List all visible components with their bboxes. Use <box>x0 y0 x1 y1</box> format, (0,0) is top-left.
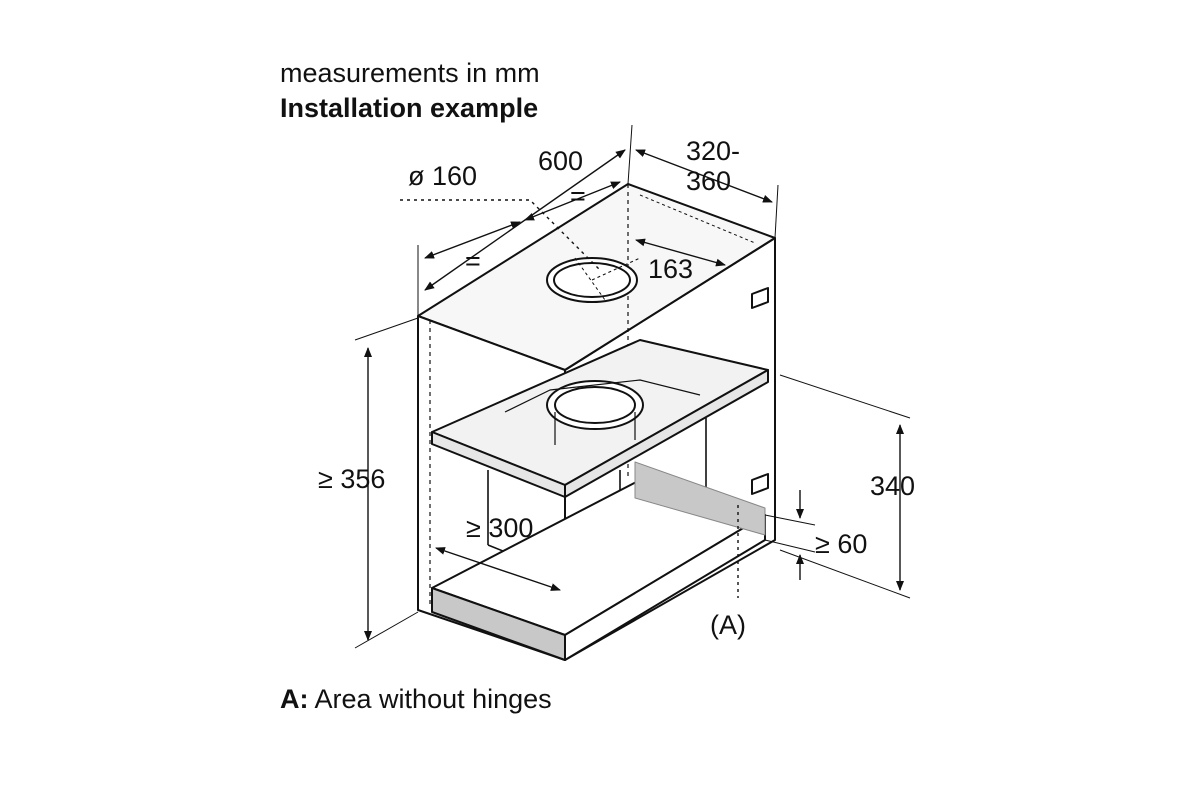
label-duct-diameter: ø 160 <box>408 161 478 191</box>
dim-line-depth <box>635 149 773 203</box>
diagram-title: Installation example <box>280 93 539 123</box>
duct-opening-shelf <box>546 380 644 430</box>
label-equal-side: = <box>465 246 481 276</box>
hinge-free-area <box>634 461 766 536</box>
dim-line-duct-offset <box>635 238 726 267</box>
label-area-marker: (A) <box>710 610 746 640</box>
hinge-upper <box>751 287 769 309</box>
dim-leader-diameter <box>400 199 601 271</box>
label-depth-line1: 320- <box>686 136 741 166</box>
hinge-lower <box>751 473 769 495</box>
label-hinge-zone: 340 <box>870 471 916 501</box>
label-shelf-depth-min: ≥ 300 <box>466 513 534 543</box>
label-duct-offset: 163 <box>648 254 694 284</box>
label-height-min: ≥ 356 <box>318 464 386 494</box>
legend-text: Area without hinges <box>314 684 552 714</box>
units-note: measurements in mm <box>280 58 540 88</box>
label-depth-line2: 360 <box>686 166 732 196</box>
label-equal-top: = <box>570 181 586 211</box>
label-bottom-clearance-min: ≥ 60 <box>815 529 868 559</box>
dim-line-shelf-depth <box>435 547 561 591</box>
legend-key: A: <box>280 684 309 714</box>
legend-footnote: A: Area without hinges <box>280 686 552 713</box>
label-width: 600 <box>538 146 584 176</box>
